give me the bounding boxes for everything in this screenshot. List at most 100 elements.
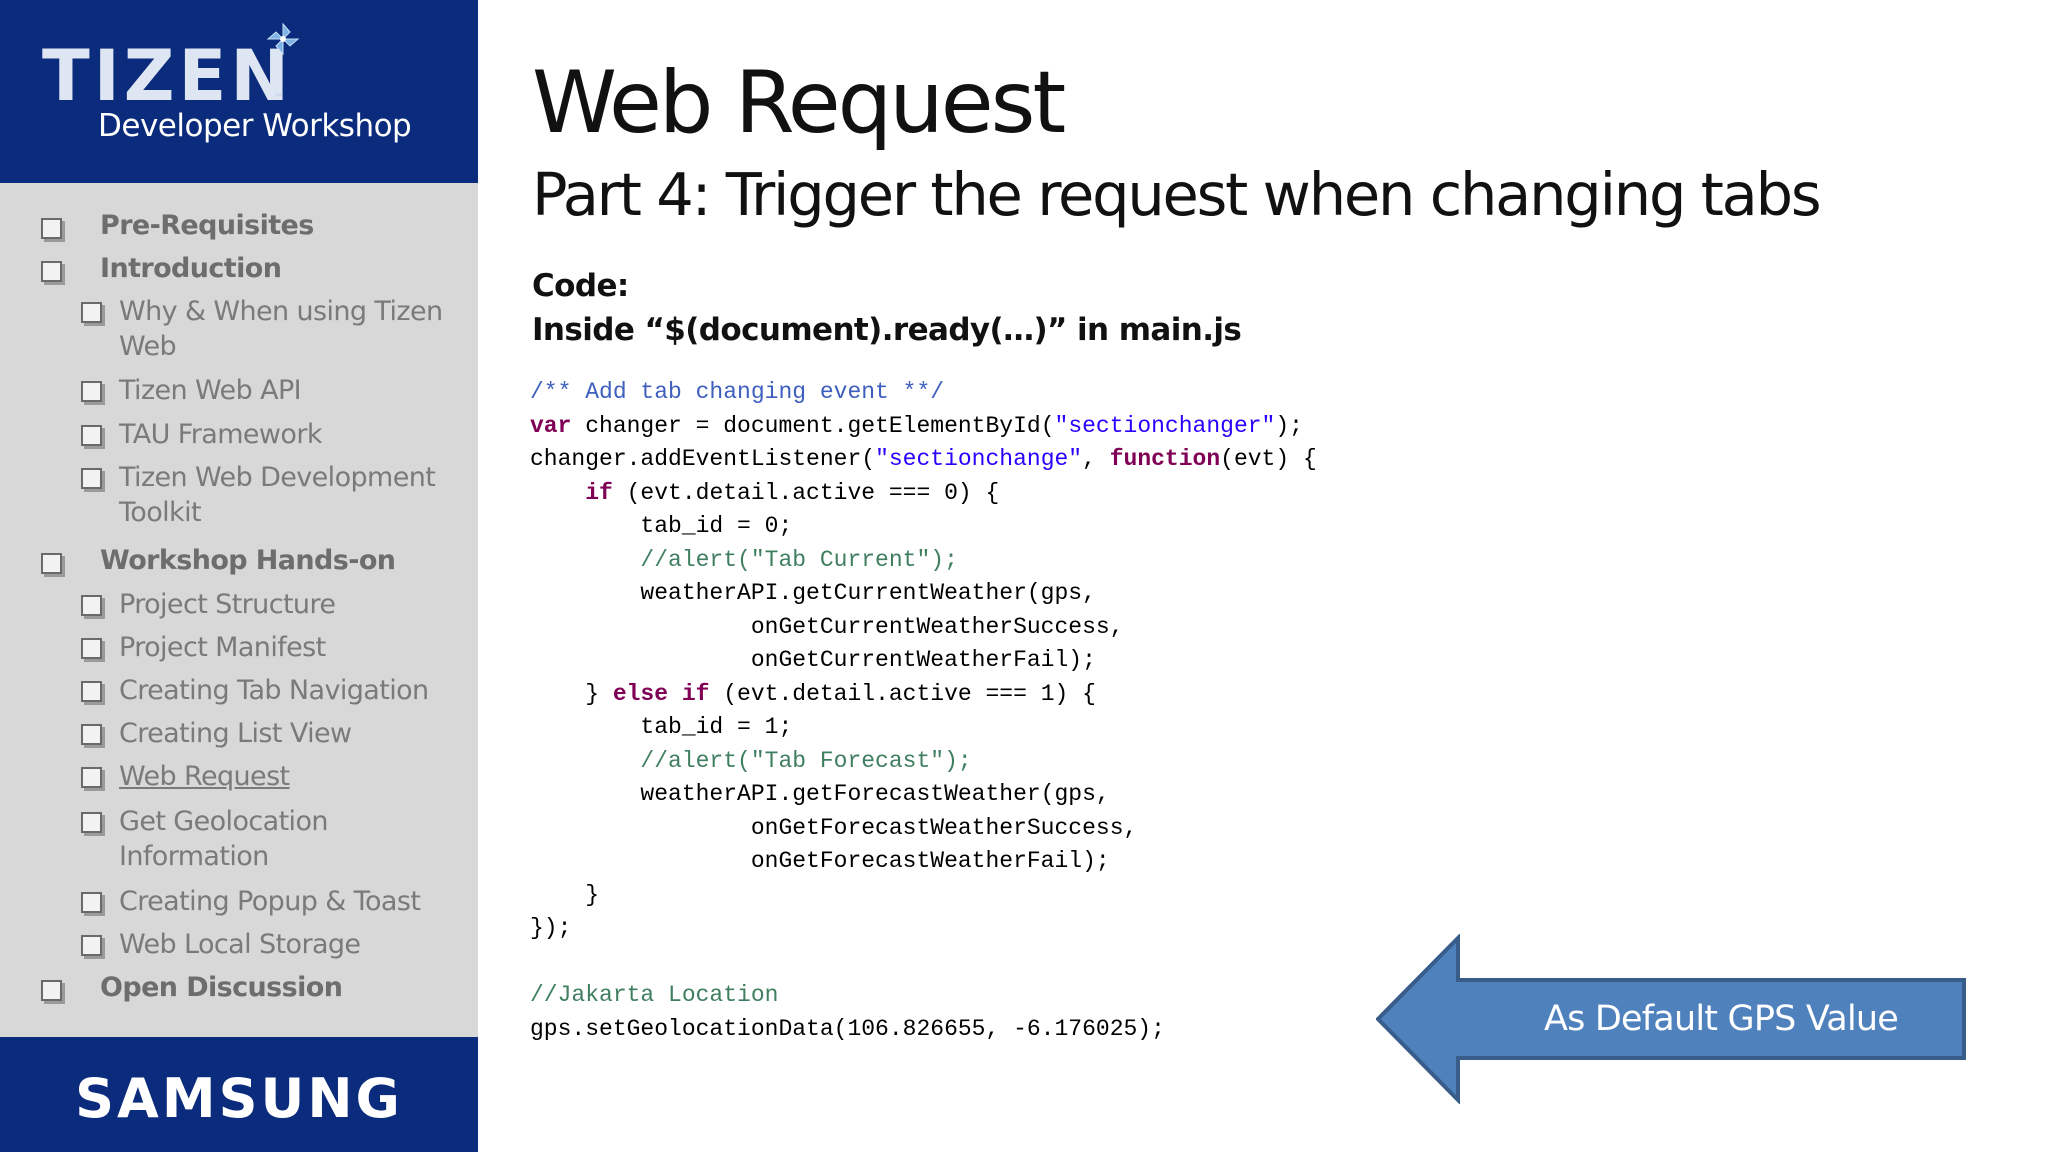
checkbox-icon: [81, 812, 102, 833]
agenda-item-label: Workshop Hands-on: [100, 545, 396, 576]
code-line: //alert("Tab Forecast");: [530, 745, 1317, 779]
agenda-item-label: Creating List View: [119, 718, 352, 749]
code-token: tab_id = 1;: [530, 714, 793, 740]
code-token: changer.addEventListener(: [530, 446, 876, 472]
checkbox-icon: [81, 425, 102, 446]
code-token: );: [1275, 412, 1303, 439]
code-line: if (evt.detail.active === 0) {: [530, 477, 1317, 511]
code-line: } else if (evt.detail.active === 1) {: [530, 678, 1317, 712]
code-line: [530, 946, 1317, 980]
samsung-logo-text: SAMSUNG: [75, 1067, 403, 1130]
agenda-item-label: Creating Tab Navigation: [119, 675, 429, 706]
code-token: //Jakarta Location: [530, 982, 779, 1008]
checkbox-icon: [41, 980, 62, 1001]
agenda-item-label: Introduction: [100, 253, 282, 284]
agenda-item-label: Tizen Web Development Toolkit: [119, 462, 436, 528]
checkbox-icon: [81, 681, 102, 702]
code-label: Code:: [532, 268, 629, 304]
code-location: Inside “$(document).ready(…)” in main.js: [532, 312, 1242, 348]
code-token: onGetForecastWeatherFail);: [530, 848, 1110, 874]
agenda-item-label: Why & When using Tizen Web: [119, 296, 443, 362]
left-arrow-icon: [1376, 934, 1966, 1104]
code-token: if: [585, 479, 613, 506]
checkbox-icon: [81, 595, 102, 616]
agenda-item-label: Web Request: [119, 761, 290, 792]
code-token: (evt.detail.active === 0) {: [612, 479, 1000, 506]
code-token: "sectionchange": [875, 446, 1083, 472]
slide-title: Web Request: [532, 53, 1066, 153]
brand-header: TIZEN ™ Developer Workshop: [0, 0, 478, 183]
code-token: weatherAPI.getForecastWeather(gps,: [530, 781, 1110, 807]
code-line: });: [530, 912, 1317, 946]
code-line: }: [530, 879, 1317, 913]
code-line: onGetForecastWeatherFail);: [530, 845, 1317, 879]
agenda-item-label: Get Geolocation Information: [119, 806, 328, 872]
code-token: //alert("Tab Forecast");: [640, 747, 972, 774]
code-line: //Jakarta Location: [530, 979, 1317, 1013]
agenda-item-label: Project Structure: [119, 589, 336, 620]
checkbox-icon: [41, 218, 62, 239]
code-token: (evt) {: [1220, 446, 1317, 472]
code-token: });: [530, 915, 572, 941]
trademark-mark: ™: [274, 92, 282, 101]
agenda-item-label: Pre-Requisites: [100, 210, 314, 241]
code-token: "sectionchanger": [1054, 412, 1276, 439]
agenda-item-label: Web Local Storage: [119, 929, 361, 960]
tizen-pinwheel-icon: [266, 22, 300, 56]
checkbox-icon: [81, 638, 102, 659]
code-token: tab_id = 0;: [530, 513, 793, 539]
code-line: tab_id = 0;: [530, 510, 1317, 544]
sidebar: TIZEN ™ Developer Workshop Pre-Requisite…: [0, 0, 478, 1152]
checkbox-icon: [81, 381, 102, 402]
code-line: /** Add tab changing event **/: [530, 376, 1317, 410]
code-line: tab_id = 1;: [530, 711, 1317, 745]
checkbox-icon: [41, 553, 62, 574]
checkbox-icon: [41, 261, 62, 282]
code-token: //alert("Tab Current");: [640, 546, 958, 573]
code-token: [530, 480, 585, 506]
checkbox-icon: [81, 724, 102, 745]
code-token: onGetForecastWeatherSuccess,: [530, 814, 1138, 841]
code-token: onGetCurrentWeatherFail);: [530, 647, 1096, 673]
callout-arrow: As Default GPS Value: [1376, 934, 1966, 1104]
code-line: gps.setGeolocationData(106.826655, -6.17…: [530, 1013, 1317, 1047]
agenda-item-label: Project Manifest: [119, 632, 326, 663]
code-line: onGetForecastWeatherSuccess,: [530, 812, 1317, 846]
sponsor-footer: SAMSUNG: [0, 1037, 478, 1152]
code-token: /** Add tab changing event **/: [530, 379, 945, 405]
code-line: changer.addEventListener("sectionchange"…: [530, 443, 1317, 477]
code-token: changer = document.getElementById(: [571, 412, 1055, 439]
code-token: var: [530, 412, 572, 439]
slide-subtitle: Part 4: Trigger the request when changin…: [532, 160, 1822, 229]
code-token: else if: [612, 680, 710, 707]
code-line: var changer = document.getElementById("s…: [530, 410, 1317, 444]
checkbox-icon: [81, 892, 102, 913]
agenda-item-label: TAU Framework: [119, 419, 322, 450]
agenda-item-label: Tizen Web API: [119, 375, 302, 406]
checkbox-icon: [81, 767, 102, 788]
code-line: //alert("Tab Current");: [530, 544, 1317, 578]
code-line: onGetCurrentWeatherFail);: [530, 644, 1317, 678]
code-token: gps.setGeolocationData(106.826655, -6.17…: [530, 1015, 1165, 1042]
agenda-item-label: Creating Popup & Toast: [119, 886, 421, 917]
code-token: }: [530, 680, 613, 707]
code-token: ,: [1082, 446, 1110, 472]
code-token: onGetCurrentWeatherSuccess,: [530, 613, 1124, 640]
code-line: weatherAPI.getCurrentWeather(gps,: [530, 577, 1317, 611]
code-line: onGetCurrentWeatherSuccess,: [530, 611, 1317, 645]
code-token: [530, 547, 640, 573]
event-name: Developer Workshop: [98, 108, 412, 144]
checkbox-icon: [81, 935, 102, 956]
callout-label: As Default GPS Value: [1544, 999, 1899, 1039]
code-token: }: [530, 881, 600, 908]
agenda-item-label: Open Discussion: [100, 972, 343, 1003]
code-token: (evt.detail.active === 1) {: [709, 680, 1096, 707]
code-token: [530, 748, 640, 774]
tizen-logo-text: TIZEN: [42, 35, 293, 117]
code-token: function: [1109, 446, 1221, 472]
checkbox-icon: [81, 468, 102, 489]
code-line: weatherAPI.getForecastWeather(gps,: [530, 778, 1317, 812]
code-block: /** Add tab changing event **/ var change…: [530, 376, 1317, 1046]
checkbox-icon: [81, 302, 102, 323]
code-token: weatherAPI.getCurrentWeather(gps,: [530, 580, 1096, 606]
